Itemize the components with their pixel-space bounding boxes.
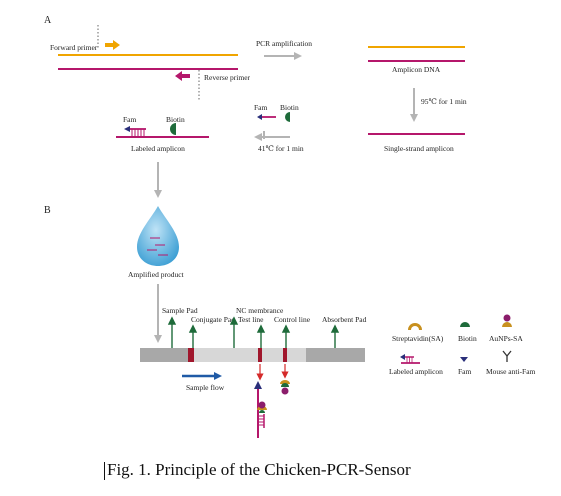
fam-label-left: Fam bbox=[123, 115, 137, 124]
labeled-amplicon-label: Labeled amplicon bbox=[131, 144, 185, 153]
reverse-primer-arrow-icon bbox=[175, 71, 190, 81]
legend-streptavidin-label: Streptavidin(SA) bbox=[392, 334, 444, 343]
test-line-complex-icon bbox=[254, 381, 267, 438]
sample-flow-label: Sample flow bbox=[186, 383, 225, 392]
reverse-primer-label: Reverse primer bbox=[204, 73, 251, 82]
component-pointer-arrows bbox=[167, 316, 340, 348]
mouse-anti-fam-legend-icon bbox=[502, 350, 512, 362]
panel-a-label: A bbox=[44, 15, 52, 26]
legend-mouse-anti-fam-label: Mouse anti-Fam bbox=[486, 367, 536, 376]
biotin-label-left: Biotin bbox=[166, 115, 185, 124]
absorbent-pad-label: Absorbent Pad bbox=[322, 315, 367, 324]
forward-primer-label: Forward primer bbox=[50, 43, 98, 52]
fam-arrow-icon-middle bbox=[257, 114, 262, 120]
sample-pad-label: Sample Pad bbox=[162, 306, 198, 315]
figure-caption: Fig. 1. Principle of the Chicken-PCR-Sen… bbox=[107, 460, 411, 479]
denature-arrow-head-icon bbox=[410, 114, 418, 122]
fam-label-middle: Fam bbox=[254, 103, 268, 112]
anneal-arrow-head-icon bbox=[254, 133, 262, 141]
fam-legend-icon bbox=[460, 357, 468, 362]
conjugate-pad bbox=[188, 348, 194, 362]
biotin-icon-left bbox=[170, 123, 176, 135]
sample-pad bbox=[140, 348, 188, 362]
panel-b-label: B bbox=[44, 205, 51, 216]
aunps-sa-legend-icon bbox=[502, 314, 512, 327]
sample-flow-arrow-head-icon bbox=[214, 372, 222, 380]
labeled-amplicon-legend-icon bbox=[400, 354, 420, 364]
sample-drop-icon bbox=[137, 206, 179, 266]
to-strip-arrow-head-icon bbox=[154, 335, 162, 343]
control-line-complex-icon bbox=[280, 380, 290, 395]
legend-labeled-amplicon-label: Labeled amplicon bbox=[389, 367, 443, 376]
conjugate-pad-label: Conjugate Pad bbox=[191, 315, 235, 324]
test-line bbox=[258, 348, 262, 362]
control-line bbox=[283, 348, 287, 362]
denature-label: 95℃ for 1 min bbox=[421, 97, 467, 106]
nc-membrance-label: NC membrance bbox=[236, 306, 284, 315]
legend-biotin-label: Biotin bbox=[458, 334, 477, 343]
pcr-amplification-label: PCR amplification bbox=[256, 39, 312, 48]
to-panel-b-arrow-head-icon bbox=[154, 190, 162, 198]
legend: Streptavidin(SA) Biotin AuNPs-SA Labeled… bbox=[389, 314, 536, 376]
drop-amplicons bbox=[147, 237, 168, 256]
biotin-legend-icon bbox=[460, 322, 470, 327]
streptavidin-legend-notch bbox=[411, 326, 419, 330]
control-line-label: Control line bbox=[274, 315, 311, 324]
fam-arrow-icon-left bbox=[124, 126, 130, 132]
legend-aunps-sa-label: AuNPs-SA bbox=[489, 334, 523, 343]
amplicon-dna-label: Amplicon DNA bbox=[392, 65, 441, 74]
test-line-label: Test line bbox=[238, 315, 264, 324]
amplified-product-label: Amplified product bbox=[128, 270, 185, 279]
pcr-arrow-head-icon bbox=[294, 52, 302, 60]
base-pair-ticks bbox=[131, 129, 145, 137]
forward-primer-arrow-icon bbox=[105, 40, 120, 50]
biotin-label-middle: Biotin bbox=[280, 103, 299, 112]
anneal-label: 41℃ for 1 min bbox=[258, 144, 304, 153]
single-strand-amplicon-label: Single-strand amplicon bbox=[384, 144, 454, 153]
absorbent-pad bbox=[306, 348, 365, 362]
biotin-icon-middle bbox=[285, 112, 290, 122]
legend-fam-label: Fam bbox=[458, 367, 472, 376]
caption-cursor bbox=[104, 462, 105, 480]
